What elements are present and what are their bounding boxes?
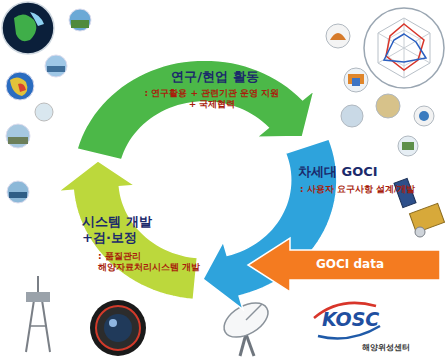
data-arrow: GOCI data	[248, 238, 440, 292]
icon-thumbnails	[326, 24, 434, 156]
stage-heading: 연구/현업 활동	[150, 69, 280, 85]
dish-reflector	[218, 296, 274, 344]
image-disc	[2, 2, 54, 54]
photo-thumb	[326, 24, 350, 48]
photo-sea	[47, 66, 65, 72]
model-part	[352, 78, 360, 86]
chart-disc	[364, 8, 444, 88]
stage-heading: 시스템 개발 +검·보정	[82, 214, 168, 247]
satellite-image	[2, 2, 54, 54]
photo-thumb	[414, 106, 434, 126]
satellite-body	[409, 203, 444, 232]
satellite-dish	[218, 296, 274, 356]
dish-feed	[246, 304, 262, 320]
center-name: 해양위성센터	[362, 342, 410, 353]
lens-ring	[96, 306, 140, 350]
land-patch	[14, 14, 36, 41]
map-patch	[10, 77, 27, 96]
tower-deck	[26, 292, 50, 302]
icon-shape	[330, 33, 346, 40]
water-patch	[30, 12, 44, 26]
cycle-arrow: 시스템 개발 +검·보정 : 품질관리 해양자료처리시스템 개발	[58, 161, 226, 299]
photo-thumb	[7, 181, 29, 203]
logo-mark	[314, 303, 380, 339]
photo-thumb	[6, 124, 30, 148]
photo-thumb	[69, 9, 91, 31]
photo-ground	[71, 20, 89, 28]
photo-thumb	[341, 105, 363, 127]
satellite-sensor	[415, 227, 425, 237]
icon-shape	[419, 111, 429, 121]
model-thumb	[344, 68, 368, 92]
lens-glass	[104, 314, 132, 342]
photo-thumbnails	[6, 9, 91, 203]
photo-ground	[8, 137, 28, 144]
dish-stand	[246, 334, 254, 356]
radar-chart	[364, 8, 444, 88]
stage-detail: : 연구활용 + 관련기관 운영 지원 + 국제협력	[142, 88, 282, 111]
logo-text: KOSC	[322, 308, 379, 330]
map-thumb	[6, 72, 34, 100]
arrow-outline	[77, 60, 314, 160]
stage-detail: : 품질관리 해양자료처리시스템 개발	[98, 251, 224, 274]
photo-sea	[9, 192, 27, 198]
stage-heading: 차세대 GOCI	[298, 164, 408, 180]
photo-thumb	[398, 136, 418, 156]
arrow-outline	[58, 161, 197, 299]
chart-series	[384, 34, 426, 62]
photo-thumb	[35, 103, 53, 121]
photo-thumb	[376, 94, 400, 118]
tower-mast	[37, 276, 39, 292]
data-label: GOCI data	[302, 257, 398, 272]
photo-thumb	[45, 55, 67, 77]
lens-glint	[109, 319, 117, 327]
arrow-outline	[248, 238, 440, 292]
stage-detail: : 사용자 요구사항 설계/개발	[300, 184, 436, 195]
tower-brace	[29, 325, 47, 327]
cycle-arrow: 연구/현업 활동 : 연구활용 + 관련기관 운영 지원 + 국제협력	[77, 60, 314, 160]
camera-lens	[90, 300, 146, 356]
icon-shape	[402, 142, 414, 150]
observation-tower	[26, 276, 50, 352]
map-patch	[18, 84, 26, 92]
lens-body	[90, 300, 146, 356]
cycle-arrow: 차세대 GOCI : 사용자 요구사항 설계/개발	[203, 139, 438, 309]
chart-grid	[378, 18, 430, 78]
